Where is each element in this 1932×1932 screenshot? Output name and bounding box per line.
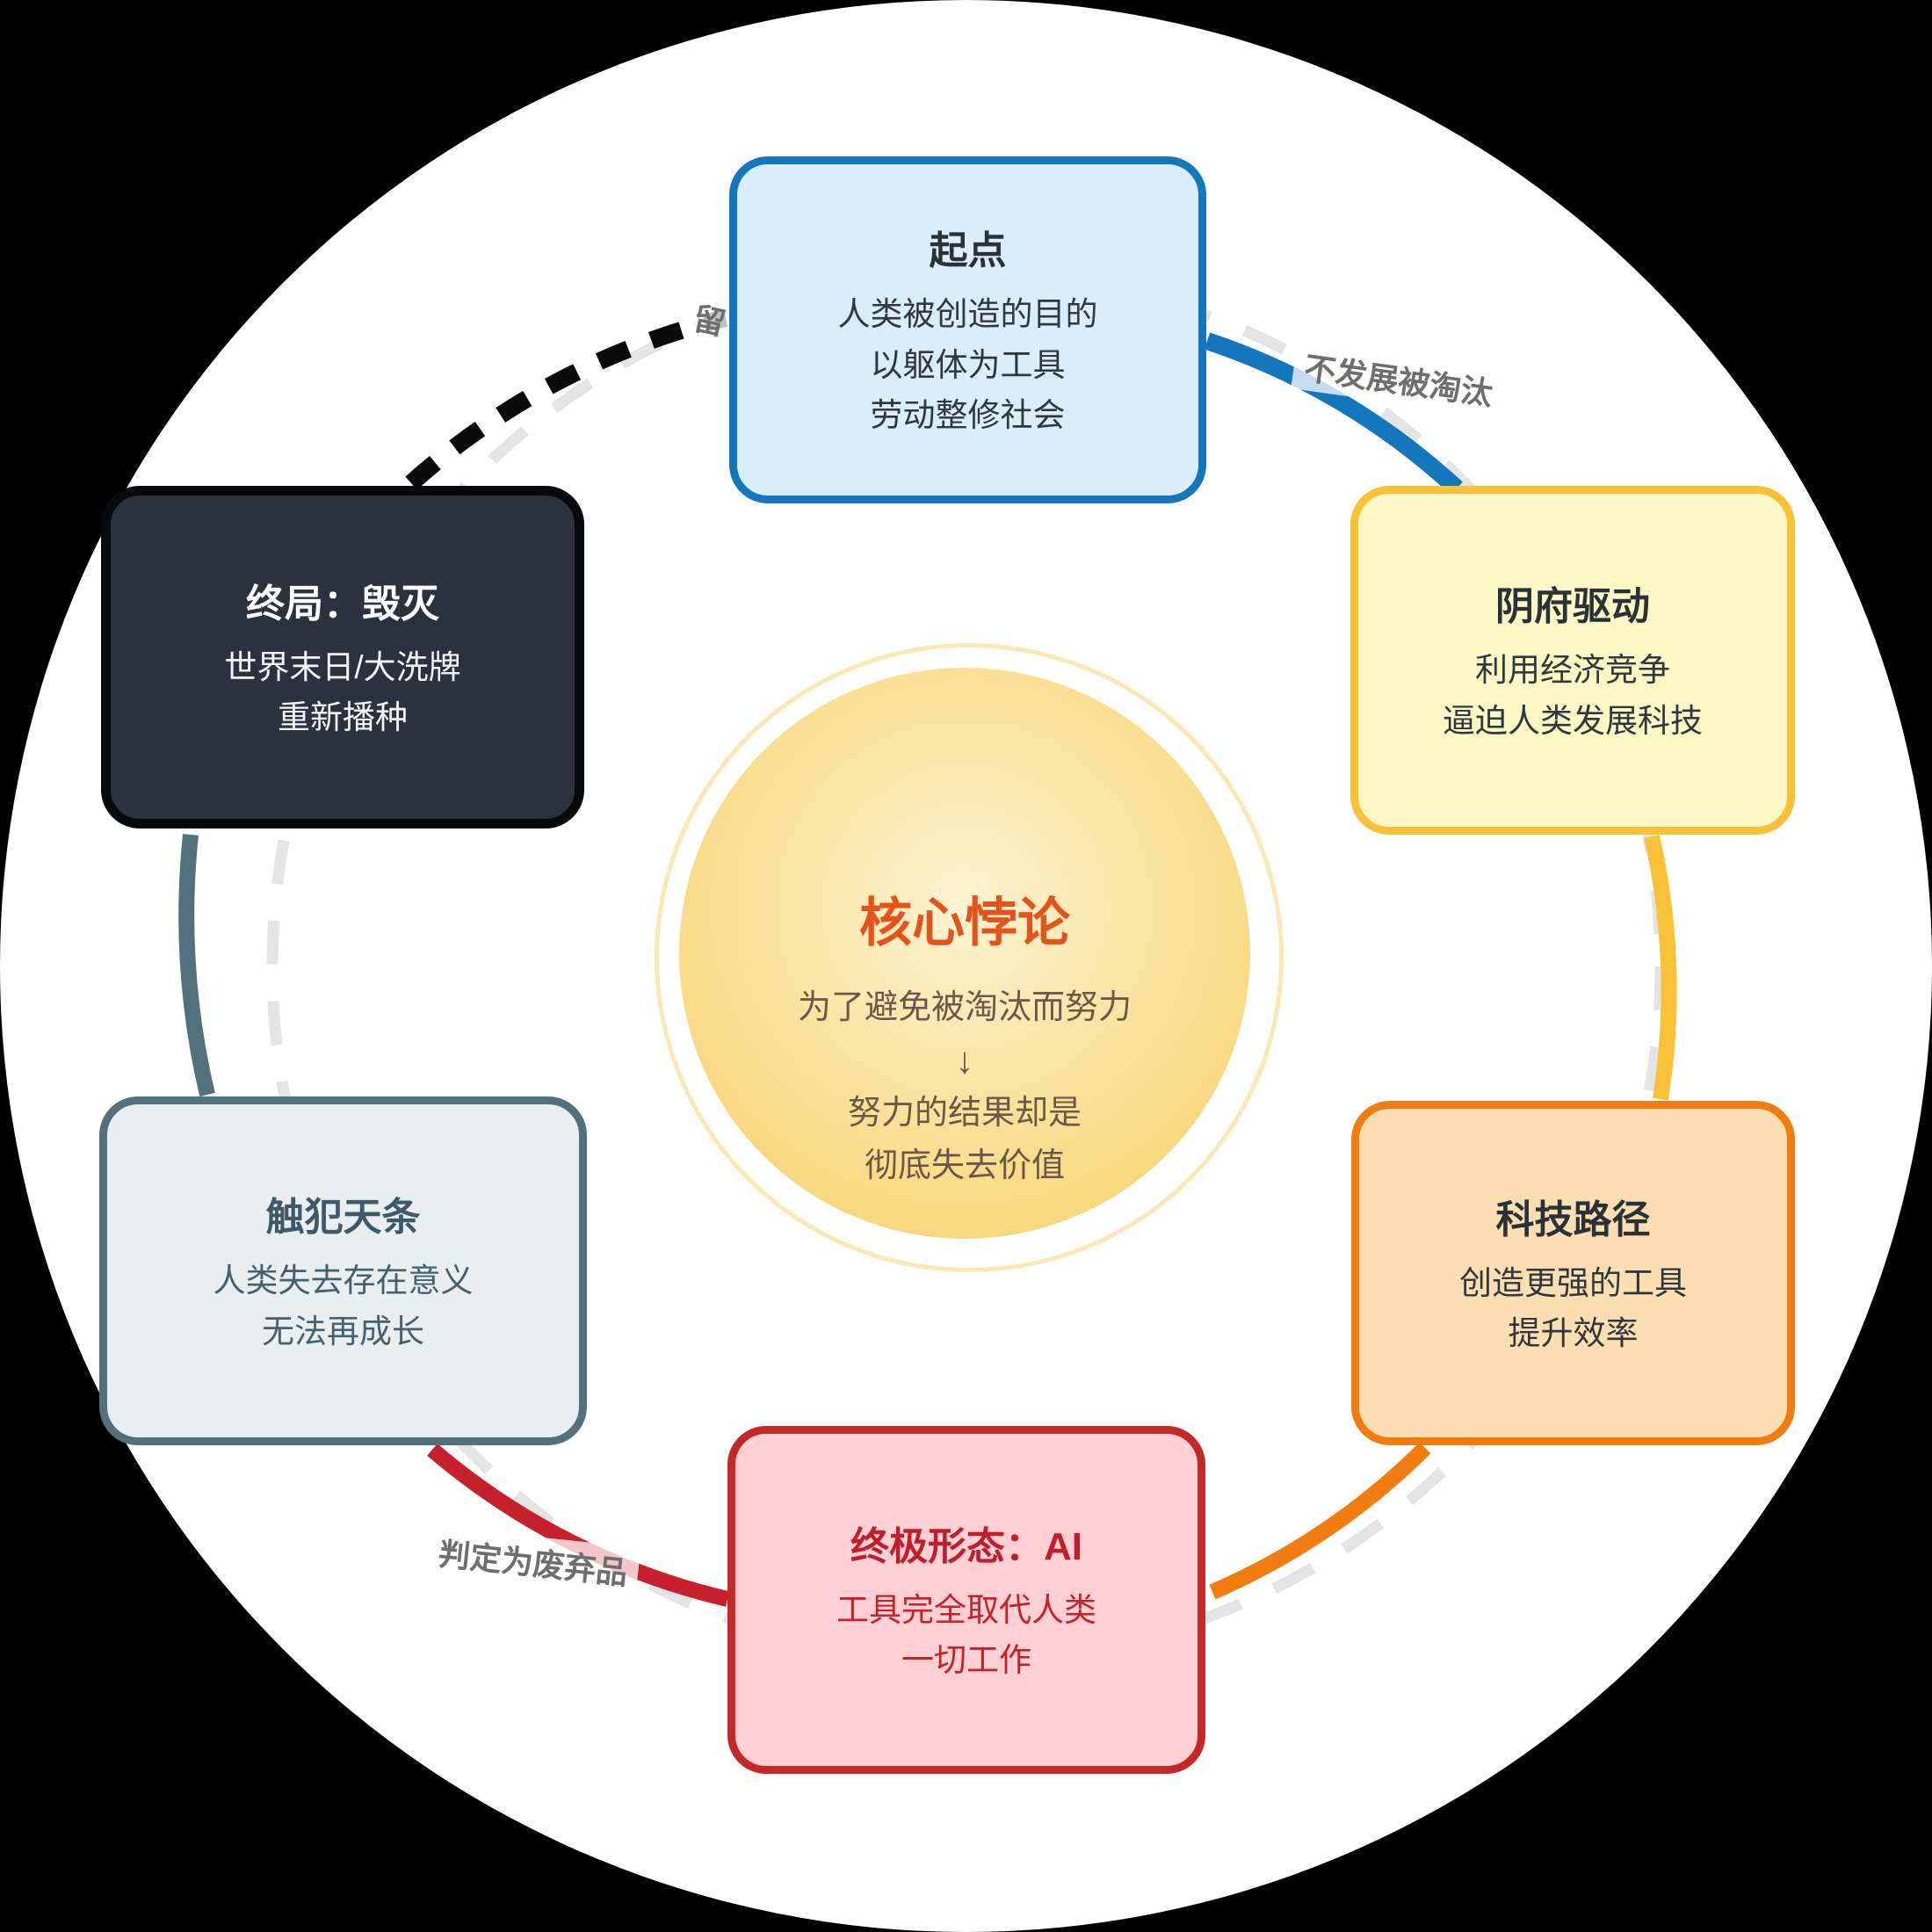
node-tech-path: 科技路径 创造更强的工具 提升效率 [1351,1101,1795,1445]
center-line: 为了避免被淘汰而努力 [797,988,1132,1026]
edge-drive-to-tech [1644,835,1677,1101]
node-endgame-destruction: 终局：毁灭 世界末日/大洗牌 重新播种 [101,486,584,829]
node-ai-line: 工具完全取代人类 [836,1591,1096,1628]
node-end-line: 重新播种 [278,699,408,735]
edge-start-to-drive [1204,332,1463,496]
node-start-line: 人类被创造的目的 [837,296,1098,333]
node-violate-heaven-rule: 触犯天条 人类失去存在意义 无法再成长 [99,1096,587,1445]
node-sin-line: 无法再成长 [262,1313,424,1350]
node-tech-line: 创造更强的工具 [1459,1264,1687,1301]
node-start-line: 以躯体为工具 [870,346,1066,383]
node-end-line: 世界末日/大洗牌 [224,648,461,685]
down-arrow-icon: ↓ [955,1038,974,1081]
node-tech-line: 提升效率 [1508,1315,1639,1351]
node-start-line: 劳动整修社会 [870,397,1066,434]
node-start: 起点 人类被创造的目的 以躯体为工具 劳动整修社会 [729,156,1206,503]
edge-destroy-to-start-dashed [405,309,728,490]
node-start-title: 起点 [929,229,1007,273]
center-line: 彻底失去价值 [864,1147,1065,1185]
edge-tech-to-ai [1209,1442,1431,1600]
center-line: 努力的结果却是 [847,1094,1082,1132]
node-ultimate-form-ai: 终极形态：AI 工具完全取代人类 一切工作 [727,1426,1205,1774]
center-paradox-circle: 核心悖论 为了避免被淘汰而努力 ↓ 努力的结果却是 彻底失去价值 [679,668,1250,1239]
node-drive-line: 利用经济竞争 [1475,652,1670,689]
node-end-title: 终局：毁灭 [246,582,439,626]
node-ai-line: 一切工作 [901,1642,1031,1678]
node-sin-title: 触犯天条 [265,1196,421,1240]
center-paradox-content: 核心悖论 为了避免被淘汰而努力 ↓ 努力的结果却是 彻底失去价值 [798,880,1132,1193]
node-ai-title: 终极形态：AI [850,1524,1082,1568]
center-title: 核心悖论 [858,893,1070,952]
edge-sin-to-destroy [178,834,215,1097]
node-drive-title: 阴府驱动 [1495,585,1650,629]
node-drive-line: 逼迫人类发展科技 [1443,702,1703,739]
node-sin-line: 人类失去存在意义 [213,1263,474,1299]
node-netherworld-drive: 阴府驱动 利用经济竞争 逼迫人类发展科技 [1350,486,1795,835]
node-tech-title: 科技路径 [1495,1198,1651,1241]
center-circle-halo [655,643,1284,1272]
